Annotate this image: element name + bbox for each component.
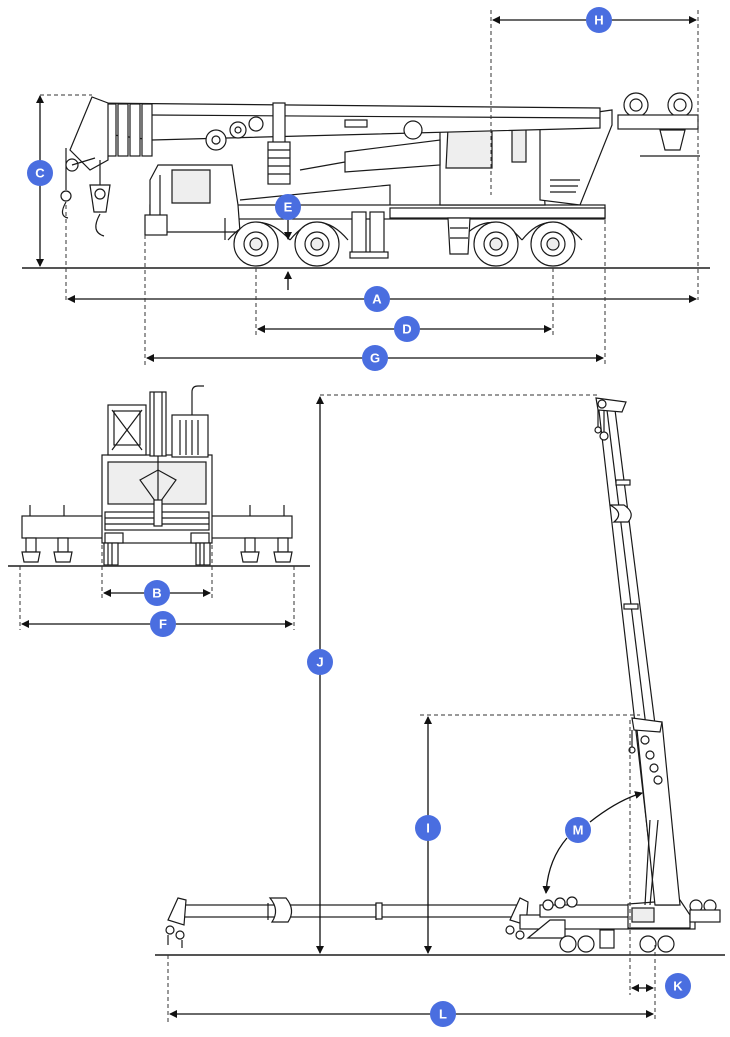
svg-text:E: E xyxy=(284,200,293,215)
marker-l: L xyxy=(430,1001,456,1027)
marker-e: E xyxy=(275,194,301,220)
wheels-side xyxy=(233,221,576,267)
marker-g: G xyxy=(362,345,388,371)
svg-text:M: M xyxy=(573,823,584,838)
svg-text:L: L xyxy=(439,1007,447,1022)
horizontal-boom xyxy=(179,904,526,918)
front-windshield xyxy=(107,461,207,505)
svg-text:C: C xyxy=(35,166,45,181)
marker-m: M xyxy=(565,817,591,843)
marker-i: I xyxy=(415,815,441,841)
front-boom xyxy=(149,391,167,457)
marker-k: K xyxy=(665,973,691,999)
dimension-markers: H C E A D G B F J I M K L xyxy=(27,7,691,1027)
marker-j: J xyxy=(307,649,333,675)
outrigger-pads xyxy=(21,537,293,563)
dimension-m-arrow-1 xyxy=(542,837,568,894)
operator-cab-window xyxy=(445,127,493,169)
marker-d: D xyxy=(394,316,420,342)
lift-cylinder xyxy=(344,139,441,173)
marker-c: C xyxy=(27,160,53,186)
marker-a: A xyxy=(364,286,390,312)
marker-h: H xyxy=(586,7,612,33)
svg-text:I: I xyxy=(426,821,430,836)
working-range-view xyxy=(155,394,725,1022)
marker-b: B xyxy=(144,580,170,606)
counterweight xyxy=(539,109,613,206)
side-view xyxy=(22,10,710,365)
svg-text:K: K xyxy=(673,979,683,994)
front-view xyxy=(8,385,310,630)
svg-text:B: B xyxy=(152,586,161,601)
dimension-m-arrow-2 xyxy=(589,791,643,823)
svg-text:D: D xyxy=(402,322,411,337)
carrier-cab-window xyxy=(171,169,211,204)
hook-blocks-side xyxy=(60,148,111,237)
svg-text:A: A xyxy=(372,292,382,307)
svg-text:H: H xyxy=(594,13,603,28)
marker-f: F xyxy=(150,611,176,637)
boom-head xyxy=(69,96,109,171)
small-truck-wheels xyxy=(559,935,675,953)
svg-text:F: F xyxy=(159,617,167,632)
svg-text:J: J xyxy=(316,655,323,670)
svg-text:G: G xyxy=(370,351,380,366)
